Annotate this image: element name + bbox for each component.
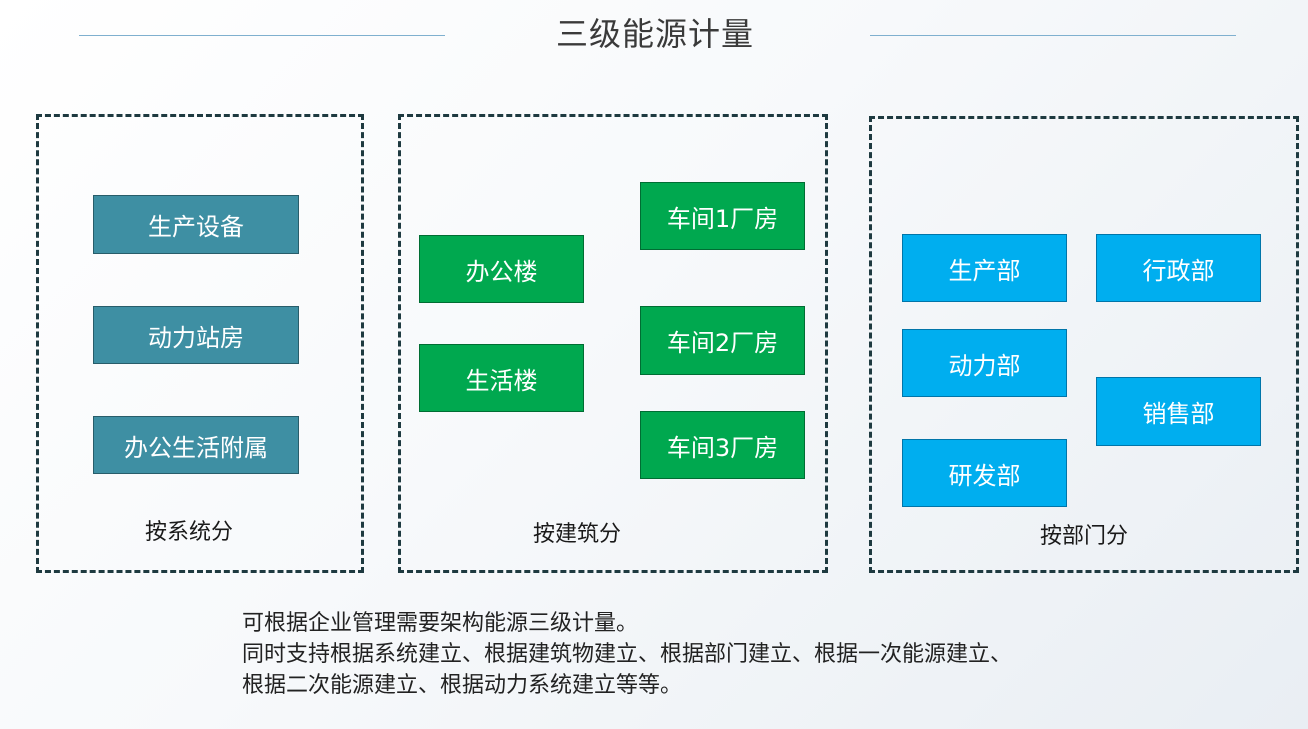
node-office-building: 办公楼 xyxy=(419,235,584,303)
description-line: 同时支持根据系统建立、根据建筑物建立、根据部门建立、根据一次能源建立、 xyxy=(242,642,1013,667)
node-power-dept: 动力部 xyxy=(902,329,1067,397)
node-office-living-ancillary: 办公生活附属 xyxy=(93,416,299,474)
node-power-station: 动力站房 xyxy=(93,306,299,364)
node-production-equipment: 生产设备 xyxy=(93,195,299,254)
description-line: 根据二次能源建立、根据动力系统建立等等。 xyxy=(242,673,683,698)
group-caption-system: 按系统分 xyxy=(145,520,234,545)
page-title: 三级能源计量 xyxy=(555,15,754,53)
group-caption-building: 按建筑分 xyxy=(533,522,622,547)
node-workshop-2: 车间2厂房 xyxy=(640,306,805,375)
title-divider-left xyxy=(79,35,445,36)
group-by-system xyxy=(36,114,364,573)
title-divider-right xyxy=(870,35,1236,36)
node-admin-dept: 行政部 xyxy=(1096,234,1261,302)
node-production-dept: 生产部 xyxy=(902,234,1067,302)
group-caption-department: 按部门分 xyxy=(1040,524,1129,549)
group-by-department xyxy=(869,116,1299,573)
group-by-building xyxy=(398,114,828,573)
node-sales-dept: 销售部 xyxy=(1096,377,1261,446)
node-rnd-dept: 研发部 xyxy=(902,439,1067,507)
description-line: 可根据企业管理需要架构能源三级计量。 xyxy=(242,611,639,636)
node-living-building: 生活楼 xyxy=(419,344,584,412)
description-text: 可根据企业管理需要架构能源三级计量。 同时支持根据系统建立、根据建筑物建立、根据… xyxy=(242,608,1012,701)
node-workshop-3: 车间3厂房 xyxy=(640,411,805,479)
node-workshop-1: 车间1厂房 xyxy=(640,182,805,250)
